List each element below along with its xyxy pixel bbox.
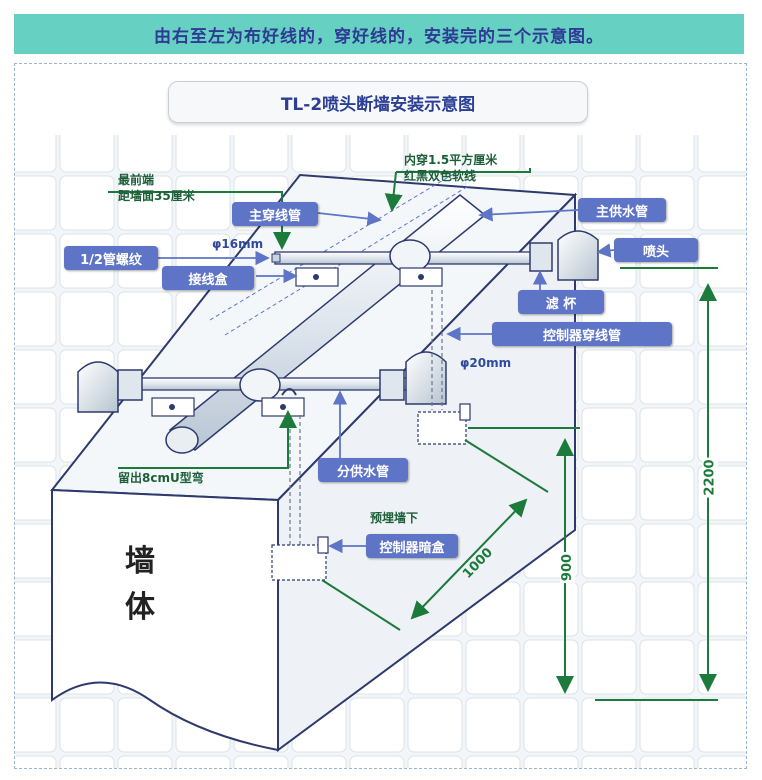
junction-box-tag: 接线盒 (162, 266, 254, 290)
front-spray-assembly (77, 351, 447, 417)
front-end-distance-note: 距墙面35厘米 (118, 189, 195, 203)
main-conduit-tag: 主穿线管 (232, 202, 318, 226)
diagram-frame (14, 63, 747, 769)
wall-label-body: 体 (125, 590, 155, 625)
wall-front-face (51, 488, 279, 752)
u-bend-note: 留出8cmU型弯 (118, 471, 204, 485)
controller-conduits (289, 290, 443, 548)
wall-label-wall: 墙 (125, 544, 155, 579)
dimension-900: 900 (560, 551, 576, 584)
controller-box-tag: 控制器暗盒 (366, 534, 458, 558)
controller-conduit-tag: 控制器穿线管 (492, 322, 672, 346)
controller-boxes (271, 403, 471, 581)
branch-water-pipe-tag: 分供水管 (318, 458, 408, 482)
filter-cup-tag: 滤 杯 (518, 290, 604, 314)
dimension-2200: 2200 (702, 457, 718, 498)
phi16-note: φ16mm (212, 237, 264, 251)
rear-spray-assembly (271, 230, 599, 287)
diagram-title: TL-2喷头断墙安装示意图 (168, 81, 588, 123)
pipe-thread-tag: 1/2管螺纹 (64, 246, 158, 270)
nozzle-tag: 喷头 (614, 238, 698, 262)
main-water-pipe-tag: 主供水管 (578, 198, 666, 222)
phi20-note: φ20mm (460, 356, 512, 370)
embedded-below-note: 预埋墙下 (370, 511, 419, 525)
callout-leaders (158, 207, 615, 554)
wire-color-note: 红黑双色软线 (404, 169, 477, 183)
instruction-banner: 由右至左为布好线的，穿好线的，安装完的三个示意图。 (14, 14, 744, 54)
inner-wire-note: 内穿1.5平方厘米 (404, 153, 498, 167)
front-end-note: 最前端 (118, 173, 155, 187)
